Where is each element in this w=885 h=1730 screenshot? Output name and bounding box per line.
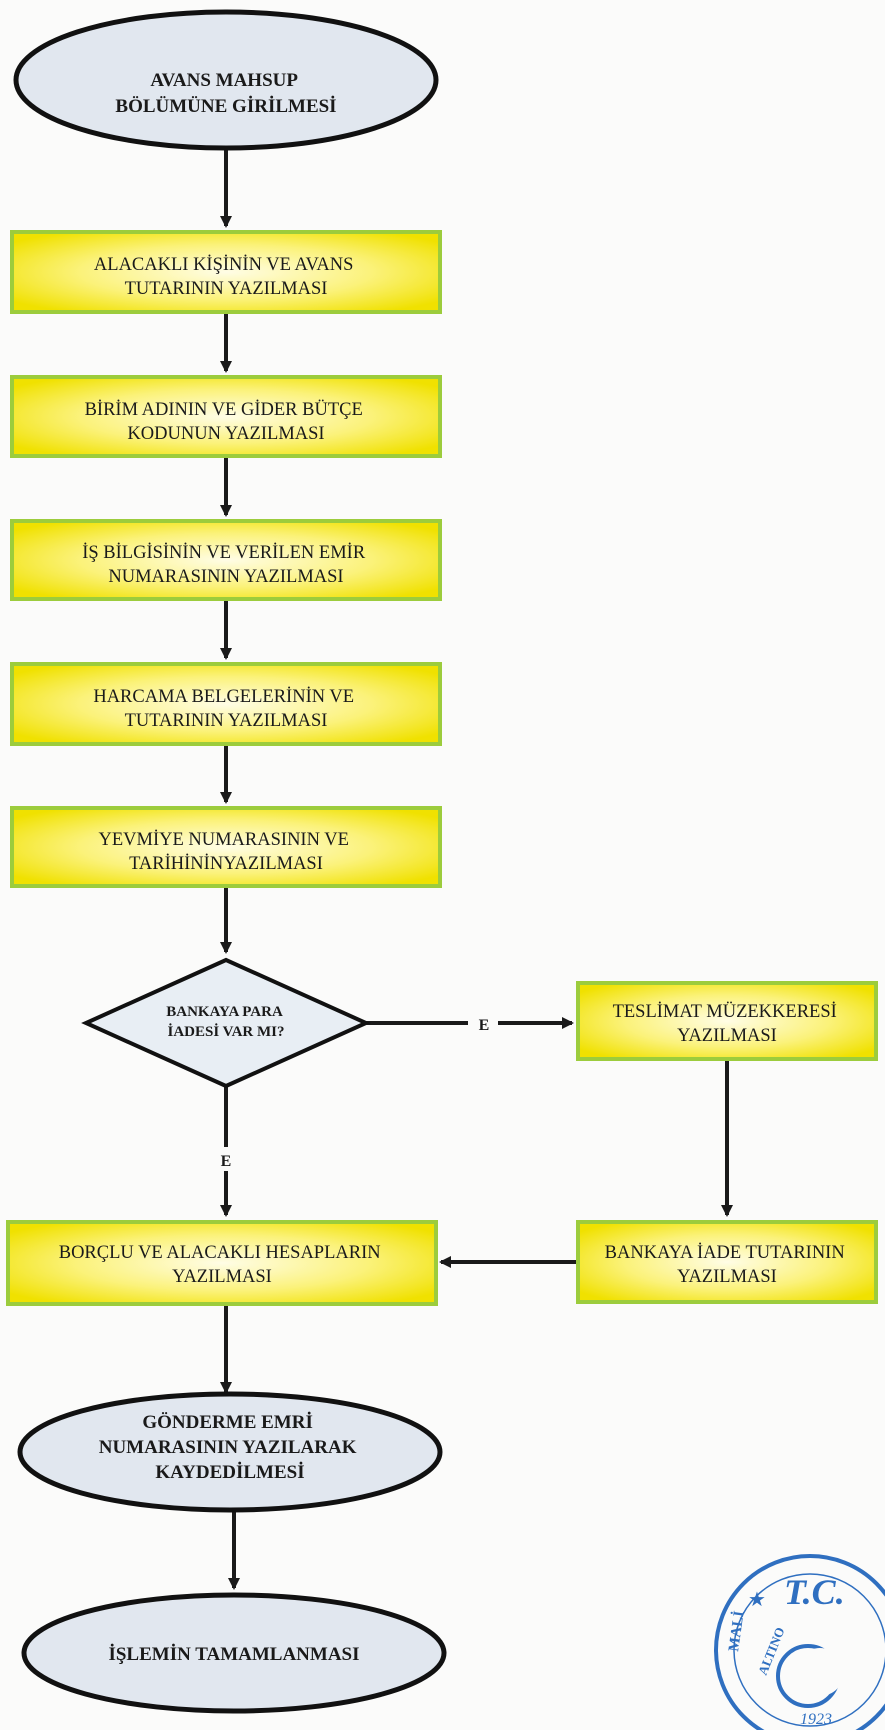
svg-text:BİRİM ADININ VE GİDER BÜTÇE: BİRİM ADININ VE GİDER BÜTÇE KODUNUN YAZI… — [85, 399, 368, 444]
process-step4-line1: HARCAMA BELGELERİNİN VE — [93, 686, 354, 707]
svg-text:ALACAKLI KİŞİNİN VE AVANS: ALACAKLI KİŞİNİN VE AVANS TUTARININ YAZI… — [94, 254, 358, 299]
seal-text-arc: ALTINO — [755, 1625, 788, 1677]
edge-labels: E E — [211, 1012, 498, 1171]
process-step4: HARCAMA BELGELERİNİN VE TUTARININ YAZILM… — [10, 662, 442, 746]
process-step2-line2: KODUNUN YAZILMASI — [127, 424, 324, 444]
edge-label-right: E — [479, 1017, 490, 1034]
process-step3: İŞ BİLGİSİNİN VE VERİLEN EMİR NUMARASINI… — [10, 519, 442, 601]
svg-text:İŞ BİLGİSİNİN VE VERİLEN EMİR: İŞ BİLGİSİNİN VE VERİLEN EMİR NUMARASINI… — [82, 542, 370, 587]
svg-text:YEVMİYE NUMARASININ VE T: YEVMİYE NUMARASININ VE TARİHİNİNYAZILMAS… — [98, 829, 353, 874]
seal-text-top: T.C. — [784, 1572, 845, 1612]
svg-text:GÖNDERME EMRİ NUMARASINI: GÖNDERME EMRİ NUMARASININ YAZILARAK KAYD… — [99, 1412, 362, 1483]
process-step5-line1: YEVMİYE NUMARASININ VE — [98, 829, 348, 850]
process-branch1: TESLİMAT MÜZEKKERESİ YAZILMASI — [576, 981, 878, 1061]
seal-text-left: MALİ — [725, 1610, 748, 1653]
start-node-line2: BÖLÜMÜNE GİRİLMESİ — [115, 96, 336, 117]
process-step3-line1: İŞ BİLGİSİNİN VE VERİLEN EMİR — [82, 542, 366, 563]
process-step4-line2: TUTARININ YAZILMASI — [125, 711, 328, 731]
edge-label-down: E — [221, 1153, 232, 1170]
end-node-1: GÖNDERME EMRİ NUMARASININ YAZILARAK KAYD… — [17, 1391, 443, 1513]
process-step2-line1: BİRİM ADININ VE GİDER BÜTÇE — [85, 399, 363, 420]
process-step1: ALACAKLI KİŞİNİN VE AVANS TUTARININ YAZI… — [10, 230, 442, 314]
svg-text:TESLİMAT MÜZEKKERESİ YAZ: TESLİMAT MÜZEKKERESİ YAZILMASI — [613, 1001, 842, 1046]
process-step1-line2: TUTARININ YAZILMASI — [125, 279, 328, 299]
svg-text:HARCAMA BELGELERİNİN VE: HARCAMA BELGELERİNİN VE TUTARININ YAZILM… — [93, 686, 358, 731]
process-branch2-line2: YAZILMASI — [677, 1267, 777, 1287]
decision-node: BANKAYA PARA İADESİ VAR MI? — [81, 957, 371, 1089]
process-step1-line1: ALACAKLI KİŞİNİN VE AVANS — [94, 254, 354, 275]
svg-text:BANKAYA PARA İADESİ VAR: BANKAYA PARA İADESİ VAR MI? — [166, 1004, 285, 1040]
svg-text:BANKAYA İADE TUTARININ Y: BANKAYA İADE TUTARININ YAZILMASI — [605, 1242, 850, 1287]
process-branch2-line1: BANKAYA İADE TUTARININ — [605, 1242, 845, 1263]
end-node-2: İŞLEMİN TAMAMLANMASI — [21, 1592, 447, 1714]
process-step2: BİRİM ADININ VE GİDER BÜTÇE KODUNUN YAZI… — [10, 375, 442, 458]
end-node-1-line3: KAYDEDİLMESİ — [155, 1462, 304, 1483]
decision-node-line2: İADESİ VAR MI? — [168, 1023, 285, 1040]
process-step6: BORÇLU VE ALACAKLI HESAPLARIN YAZILMASI — [6, 1220, 438, 1306]
process-step3-line2: NUMARASININ YAZILMASI — [108, 567, 343, 587]
svg-text:BORÇLU VE ALACAKLI HESAPLARIN: BORÇLU VE ALACAKLI HESAPLARIN YAZILMASI — [59, 1243, 386, 1287]
svg-text:AVANS MAHSUP BÖLÜMÜNE Gİ: AVANS MAHSUP BÖLÜMÜNE GİRİLMESİ — [115, 70, 336, 117]
process-step5-line2: TARİHİNİNYAZILMASI — [129, 853, 323, 874]
start-node: AVANS MAHSUP BÖLÜMÜNE GİRİLMESİ — [13, 9, 439, 151]
end-node-2-line1: İŞLEMİN TAMAMLANMASI — [108, 1644, 359, 1665]
process-branch2: BANKAYA İADE TUTARININ YAZILMASI — [576, 1220, 878, 1304]
decision-node-line1: BANKAYA PARA — [166, 1004, 283, 1020]
start-node-line1: AVANS MAHSUP — [150, 70, 298, 91]
process-step5: YEVMİYE NUMARASININ VE TARİHİNİNYAZILMAS… — [10, 806, 442, 888]
process-branch1-line1: TESLİMAT MÜZEKKERESİ — [613, 1001, 837, 1022]
official-seal: T.C. ★ MALİ ALTINO 1923 — [714, 1554, 885, 1730]
seal-year: 1923 — [800, 1711, 832, 1728]
process-branch1-line2: YAZILMASI — [677, 1026, 777, 1046]
end-node-1-line2: NUMARASININ YAZILARAK — [99, 1437, 357, 1458]
process-step6-line2: YAZILMASI — [172, 1267, 272, 1287]
end-node-1-line1: GÖNDERME EMRİ — [142, 1412, 312, 1433]
process-step6-line1: BORÇLU VE ALACAKLI HESAPLARIN — [59, 1243, 381, 1263]
seal-star-icon: ★ — [748, 1589, 766, 1611]
